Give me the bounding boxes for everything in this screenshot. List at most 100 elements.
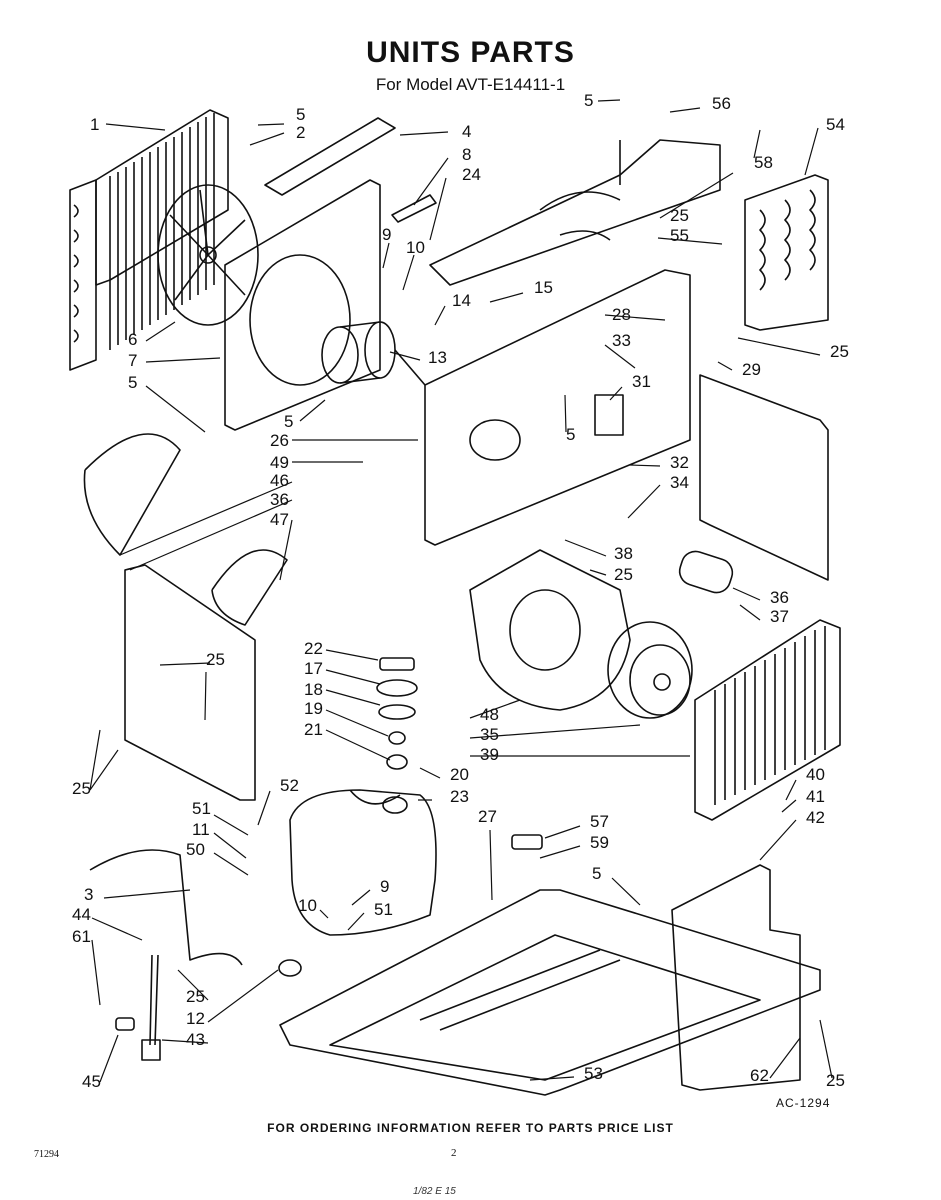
callout-label: 57 xyxy=(590,812,609,831)
page-title: UNITS PARTS xyxy=(366,36,575,69)
callout-label: 56 xyxy=(712,94,731,113)
callout-label: 5 xyxy=(592,864,601,883)
blower-wheel xyxy=(607,621,693,719)
callout-label: 12 xyxy=(186,1009,205,1028)
callout-label: 10 xyxy=(298,896,317,915)
callout-label: 34 xyxy=(670,473,689,492)
partition-panel xyxy=(424,269,691,546)
condenser-coil xyxy=(69,109,229,371)
callout-label: 35 xyxy=(480,725,499,744)
callout-label: 53 xyxy=(584,1064,603,1083)
callout-label: 5 xyxy=(296,105,305,124)
evaporator-coil xyxy=(694,619,841,821)
heater-element xyxy=(744,174,829,331)
drawing-number: AC-1294 xyxy=(776,1096,831,1110)
callout-label: 55 xyxy=(670,226,689,245)
condenser-fan-blade xyxy=(157,184,259,326)
callout-label: 8 xyxy=(462,145,471,164)
callout-label: 47 xyxy=(270,510,289,529)
callout-label: 58 xyxy=(754,153,773,172)
fan-motor xyxy=(321,321,426,386)
top-housing xyxy=(429,139,721,286)
right-side-panel xyxy=(699,374,829,581)
callout-label: 51 xyxy=(192,799,211,818)
callout-label: 25 xyxy=(830,342,849,361)
callout-label: 54 xyxy=(826,115,845,134)
callout-label: 29 xyxy=(742,360,761,379)
callout-label: 17 xyxy=(304,659,323,678)
callout-label: 21 xyxy=(304,720,323,739)
callout-label: 40 xyxy=(806,765,825,784)
base-front-panel xyxy=(671,864,801,1091)
callout-label: 41 xyxy=(806,787,825,806)
callout-label: 5 xyxy=(584,91,593,110)
handwritten-mark: 1/82 E 15 xyxy=(413,1186,456,1197)
callout-label: 46 xyxy=(270,471,289,490)
callout-label: 18 xyxy=(304,680,323,699)
document-id: 71294 xyxy=(34,1149,59,1160)
callout-label: 61 xyxy=(72,927,91,946)
plug-cap xyxy=(115,1017,135,1031)
blower-housing xyxy=(469,549,631,711)
callout-label: 7 xyxy=(128,351,137,370)
callout-label: 2 xyxy=(296,123,305,142)
callout-label: 33 xyxy=(612,331,631,350)
callout-label: 5 xyxy=(128,373,137,392)
left-side-panel xyxy=(124,564,256,801)
callout-label: 25 xyxy=(614,565,633,584)
callout-label: 25 xyxy=(186,987,205,1006)
thermostat xyxy=(511,834,543,850)
callout-label: 25 xyxy=(206,650,225,669)
callout-label: 28 xyxy=(612,305,631,324)
callout-label: 9 xyxy=(382,225,391,244)
orifice-panel xyxy=(224,179,381,431)
callout-label: 32 xyxy=(670,453,689,472)
callout-label: 23 xyxy=(450,787,469,806)
callout-label: 10 xyxy=(406,238,425,257)
callout-label: 42 xyxy=(806,808,825,827)
callout-label: 31 xyxy=(632,372,651,391)
callout-label: 59 xyxy=(590,833,609,852)
callout-label: 24 xyxy=(462,165,481,184)
base-pan xyxy=(279,889,821,1096)
power-cord xyxy=(149,954,159,1046)
callout-label: 1 xyxy=(90,115,99,134)
callout-label: 3 xyxy=(84,885,93,904)
callout-label: 25 xyxy=(826,1071,845,1090)
callout-label: 45 xyxy=(82,1072,101,1091)
callout-label: 9 xyxy=(380,877,389,896)
callout-label: 25 xyxy=(670,206,689,225)
callout-label: 14 xyxy=(452,291,471,310)
callout-label: 19 xyxy=(304,699,323,718)
insulation-47 xyxy=(211,549,288,626)
callout-label: 39 xyxy=(480,745,499,764)
callout-label: 37 xyxy=(770,607,789,626)
callout-label: 5 xyxy=(284,412,293,431)
cord-plug xyxy=(141,1039,161,1061)
callout-label: 4 xyxy=(462,122,471,141)
top-bracket xyxy=(264,117,396,196)
refrigerant-tube xyxy=(89,849,243,966)
insulation-46 xyxy=(83,433,181,556)
callout-label: 13 xyxy=(428,348,447,367)
callout-label: 49 xyxy=(270,453,289,472)
callout-label: 15 xyxy=(534,278,553,297)
compressor xyxy=(289,789,437,936)
callout-label: 20 xyxy=(450,765,469,784)
callout-label: 6 xyxy=(128,330,137,349)
ordering-note: FOR ORDERING INFORMATION REFER TO PARTS … xyxy=(267,1121,674,1135)
callout-label: 52 xyxy=(280,776,299,795)
callout-label: 22 xyxy=(304,639,323,658)
callout-label: 38 xyxy=(614,544,633,563)
callout-label: 43 xyxy=(186,1030,205,1049)
callout-label: 5 xyxy=(566,425,575,444)
callout-label: 62 xyxy=(750,1066,769,1085)
model-subtitle: For Model AVT-E14411-1 xyxy=(375,75,566,94)
callout-label: 25 xyxy=(72,779,91,798)
grommet-stack xyxy=(376,657,418,770)
mounting-grommet xyxy=(278,959,302,977)
callout-label: 48 xyxy=(480,705,499,724)
callout-label: 26 xyxy=(270,431,289,450)
callout-label: 27 xyxy=(478,807,497,826)
